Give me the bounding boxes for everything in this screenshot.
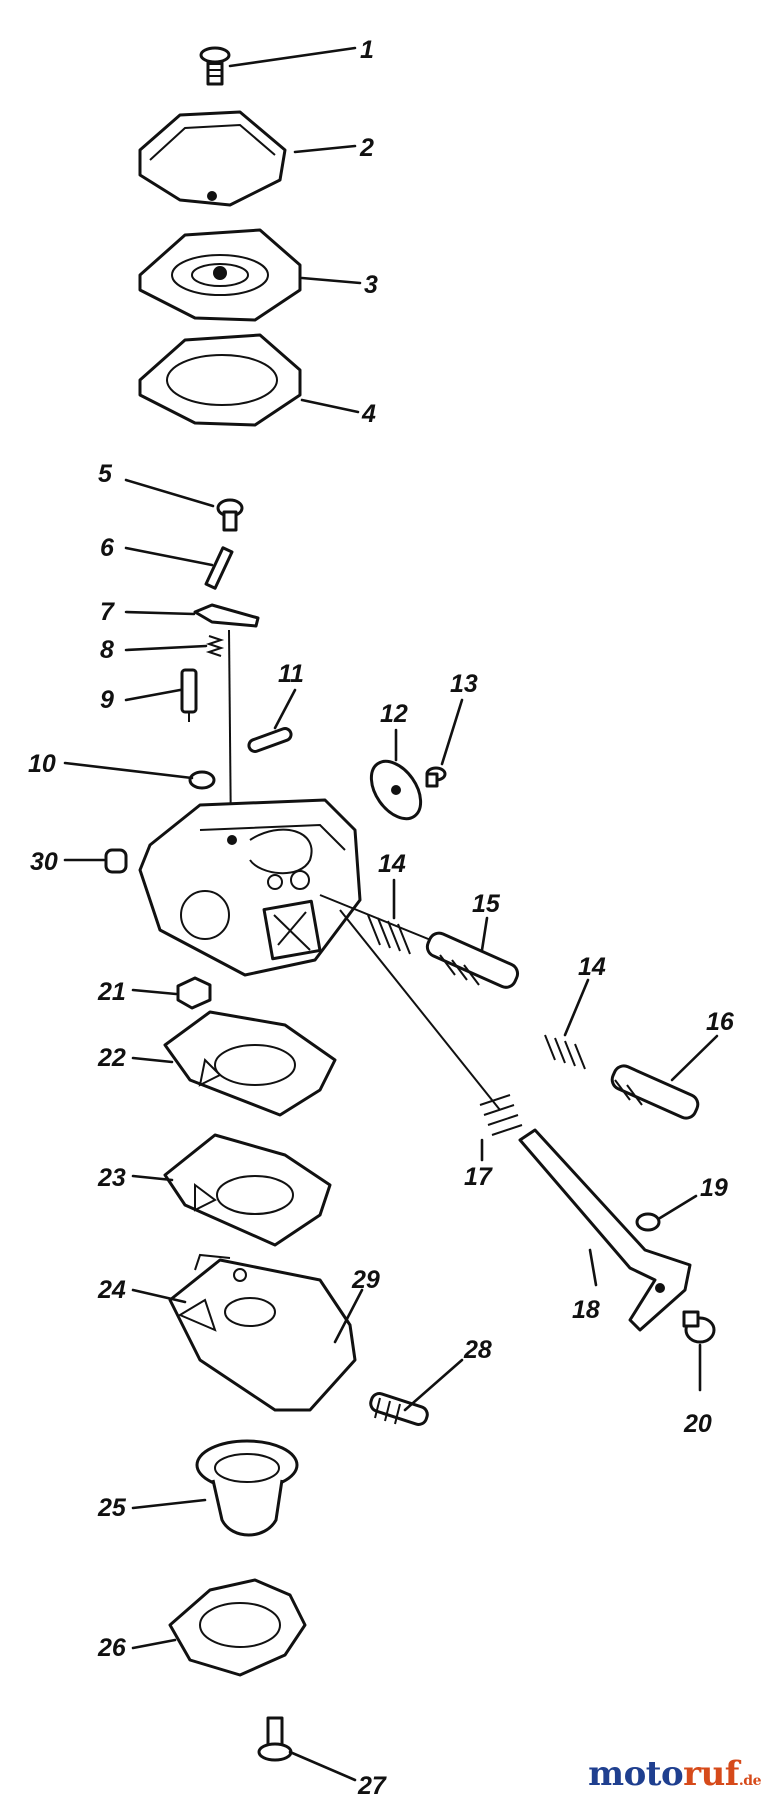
- label-part-9: 9: [100, 686, 114, 714]
- label-part-10: 10: [28, 750, 56, 778]
- label-part-16: 16: [706, 1008, 735, 1036]
- leader-4: [300, 398, 360, 414]
- part-18-lever: [518, 1128, 692, 1332]
- leader-13: [440, 698, 464, 766]
- leader-28: [403, 1358, 464, 1412]
- label-part-3: 3: [364, 271, 378, 299]
- leader-21: [131, 988, 178, 996]
- label-part-20: 20: [683, 1410, 712, 1438]
- label-part-12: 12: [380, 700, 408, 728]
- label-part-15: 15: [472, 890, 501, 918]
- part-1-screw: [199, 46, 231, 86]
- label-part-13: 13: [450, 670, 478, 698]
- part-21-cap: [176, 976, 212, 1010]
- part-19-clip: [635, 1212, 661, 1232]
- label-part-17: 17: [464, 1163, 493, 1191]
- idle-axis-line: [339, 909, 501, 1111]
- label-part-27: 27: [357, 1772, 387, 1800]
- leader-23: [131, 1174, 174, 1182]
- leader-16: [670, 1034, 719, 1082]
- label-part-7: 7: [100, 598, 115, 626]
- label-part-14a: 14: [378, 850, 406, 878]
- leader-8: [124, 644, 208, 652]
- part-8-spring: [205, 635, 225, 657]
- watermark-text-part1: moto: [588, 1754, 684, 1794]
- part-3-diaphragm: [138, 228, 302, 322]
- part-26-gasket: [168, 1578, 307, 1677]
- part-27-screw: [257, 1716, 293, 1762]
- label-part-2: 2: [359, 134, 374, 162]
- label-part-11: 11: [278, 660, 304, 688]
- part-2-cover: [138, 110, 287, 207]
- part-16-needle: [610, 1064, 700, 1120]
- leader-14b: [563, 978, 590, 1037]
- part-7-lever: [193, 603, 260, 628]
- part-23-gasket: [163, 1133, 332, 1247]
- leader-3: [300, 276, 362, 285]
- leader-9: [124, 688, 182, 702]
- carburetor-body: [138, 798, 362, 977]
- watermark-logo: motoruf.de: [588, 1754, 761, 1794]
- part-24-pump-body: [168, 1253, 357, 1412]
- part-17-spring: [479, 1094, 523, 1136]
- leader-24: [131, 1288, 187, 1304]
- watermark-suffix: .de: [738, 1773, 762, 1789]
- label-part-21: 21: [97, 978, 126, 1006]
- part-10-clip: [188, 770, 216, 790]
- leader-19: [658, 1194, 698, 1220]
- label-part-19: 19: [700, 1174, 728, 1202]
- part-13-screw: [425, 766, 447, 788]
- label-part-25: 25: [97, 1494, 127, 1522]
- part-6-pin: [204, 546, 234, 590]
- label-part-29: 29: [351, 1266, 380, 1294]
- label-part-5: 5: [98, 460, 113, 488]
- label-part-23: 23: [97, 1164, 126, 1192]
- part-20-screw: [682, 1310, 716, 1344]
- label-part-24: 24: [97, 1276, 126, 1304]
- part-15-needle: [425, 931, 520, 989]
- part-5-screw: [216, 498, 244, 532]
- leader-29: [333, 1288, 364, 1344]
- label-part-26: 26: [97, 1634, 127, 1662]
- leader-25: [131, 1498, 207, 1510]
- part-12-disc: [369, 759, 423, 821]
- leader-7: [124, 610, 196, 616]
- leader-10: [63, 761, 194, 780]
- leader-18: [588, 1248, 598, 1287]
- label-part-1: 1: [360, 36, 374, 64]
- part-11-strip: [247, 727, 293, 753]
- label-part-6: 6: [100, 534, 115, 562]
- label-part-22: 22: [97, 1044, 126, 1072]
- label-part-30: 30: [30, 848, 58, 876]
- leader-15: [480, 916, 489, 952]
- part-28-screw: [369, 1392, 429, 1426]
- leader-27: [288, 1750, 357, 1782]
- part-9-needle: [180, 668, 198, 722]
- leader-6: [124, 546, 214, 567]
- part-25-cup: [195, 1439, 299, 1537]
- part-22-gasket: [163, 1010, 337, 1117]
- watermark-text-part2: ruf: [683, 1754, 739, 1794]
- spring-14a: [367, 914, 411, 955]
- leader-22: [131, 1056, 174, 1064]
- leader-1: [228, 46, 357, 68]
- leader-11: [273, 688, 297, 730]
- part-30-cap: [104, 848, 128, 874]
- label-part-4: 4: [361, 400, 376, 428]
- label-part-14b: 14: [578, 953, 606, 981]
- leader-26: [131, 1638, 177, 1650]
- part-4-gasket: [138, 333, 302, 427]
- leader-2: [293, 144, 357, 154]
- label-part-18: 18: [572, 1296, 600, 1324]
- leader-5: [124, 478, 215, 508]
- label-part-8: 8: [100, 636, 114, 664]
- spring-14b: [544, 1034, 586, 1070]
- label-part-28: 28: [463, 1336, 492, 1364]
